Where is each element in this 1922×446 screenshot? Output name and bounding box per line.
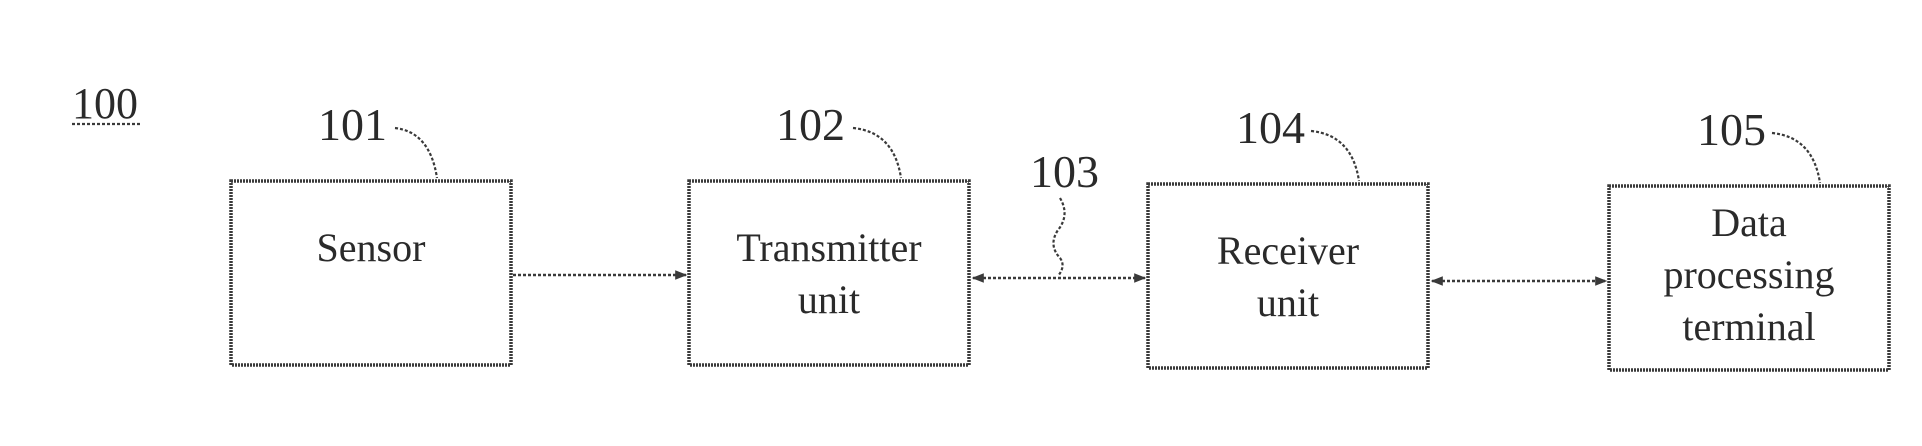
terminal-label-line-1: Data bbox=[1711, 200, 1787, 245]
terminal-ref-number: 105 bbox=[1697, 104, 1766, 155]
block-transmitter-unit: Transmitter unit 102 bbox=[689, 99, 969, 365]
receiver-label-line-2: unit bbox=[1257, 280, 1319, 325]
sensor-box bbox=[231, 181, 511, 365]
terminal-label-line-2: processing bbox=[1663, 252, 1834, 297]
transmitter-ref-number: 102 bbox=[776, 99, 845, 150]
figure-reference: 100 bbox=[72, 79, 140, 128]
terminal-label-line-3: terminal bbox=[1682, 304, 1815, 349]
block-sensor: Sensor 101 bbox=[231, 99, 511, 365]
receiver-ref-number: 104 bbox=[1236, 102, 1305, 153]
transmitter-ref-leader bbox=[853, 128, 901, 178]
link-ref-number: 103 bbox=[1030, 146, 1099, 197]
receiver-box bbox=[1148, 184, 1428, 368]
terminal-ref-leader bbox=[1772, 133, 1820, 183]
link-ref-leader bbox=[1053, 198, 1064, 276]
transmitter-label-line-1: Transmitter bbox=[736, 225, 921, 270]
transmitter-box bbox=[689, 181, 969, 365]
block-receiver-unit: Receiver unit 104 bbox=[1148, 102, 1428, 368]
block-data-processing-terminal: Data processing terminal 105 bbox=[1609, 104, 1889, 370]
figure-ref-label: 100 bbox=[72, 79, 138, 128]
link-reference: 103 bbox=[1030, 146, 1099, 276]
sensor-label-line-1: Sensor bbox=[317, 225, 426, 270]
transmitter-label-line-2: unit bbox=[798, 277, 860, 322]
sensor-ref-leader bbox=[395, 128, 437, 178]
receiver-label-line-1: Receiver bbox=[1217, 228, 1359, 273]
receiver-ref-leader bbox=[1311, 131, 1359, 181]
sensor-ref-number: 101 bbox=[318, 99, 387, 150]
